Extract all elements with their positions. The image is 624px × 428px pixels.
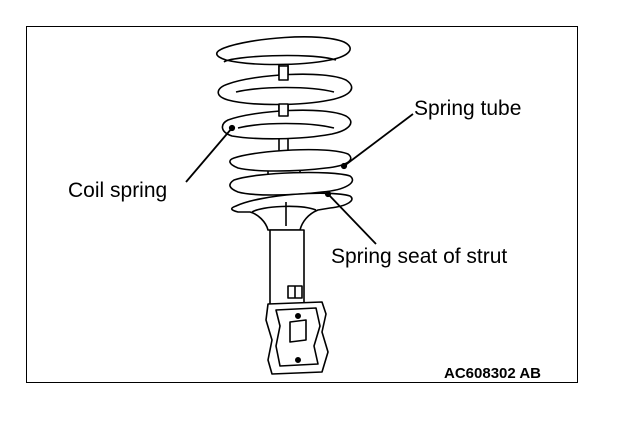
strut-body bbox=[269, 229, 305, 307]
spring-seat-label: Spring seat of strut bbox=[331, 245, 508, 268]
spring-seat bbox=[230, 192, 353, 231]
knuckle-bracket bbox=[265, 301, 329, 375]
leader-lines bbox=[185, 113, 414, 245]
figure-code: AC608302 AB bbox=[444, 365, 541, 382]
leader-spring-tube bbox=[343, 113, 414, 167]
figure-frame bbox=[26, 26, 578, 383]
coil-spring bbox=[215, 36, 353, 140]
leader-coil-spring bbox=[185, 127, 233, 183]
coil-spring-lower bbox=[229, 148, 354, 196]
coil-spring-label: Coil spring bbox=[68, 179, 168, 202]
leader-spring-seat bbox=[327, 193, 377, 245]
spring-tube-label: Spring tube bbox=[414, 97, 522, 120]
